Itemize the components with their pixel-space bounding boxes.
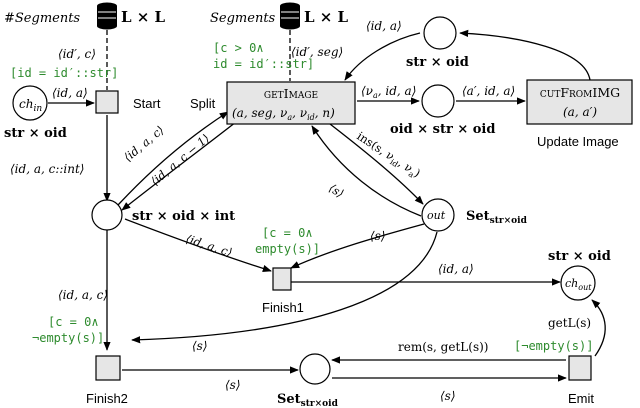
db-mid-title: Segments: [210, 11, 276, 26]
guard-split-1: [c > 0∧: [213, 41, 264, 55]
arc-label-center-finish1: ⟨id, a, c⟩: [184, 232, 234, 260]
guard-finish2-1: [c = 0∧: [48, 315, 99, 329]
transition-getimage-args: (a, seg, νa, νid, n): [232, 106, 335, 122]
arc-out-finish1: [290, 223, 425, 269]
transition-start-label: Start: [133, 96, 161, 111]
guard-split-2: id = id′::str]: [213, 57, 314, 71]
place-out-label: out: [427, 209, 446, 222]
arc-out-split: [311, 125, 422, 217]
place-center: [91, 199, 123, 231]
guard-finish1-2: empty(s)]: [255, 242, 320, 256]
arc-label-chin-start: ⟨id, a⟩: [52, 86, 88, 100]
arc-split-out: [329, 123, 424, 205]
arc-label-out-finish1: ⟨s⟩: [370, 229, 386, 243]
place-bottom-set-type: Setstr×oid: [277, 392, 339, 408]
database-icon: [97, 2, 117, 30]
arc-label-out-finish2: ⟨s⟩: [192, 339, 208, 353]
place-center-type: str × oid × int: [132, 209, 235, 224]
arc-split-center: [121, 121, 237, 211]
transition-getimage: [226, 81, 356, 125]
arc-label-start-center: ⟨id, a, c::int⟩: [10, 162, 85, 176]
arc-emit-chout: [591, 299, 606, 357]
guard-start: [id = id′::str]: [10, 66, 118, 80]
arc-label-finish1-chout: ⟨id, a⟩: [438, 262, 474, 276]
arc-top-split: [344, 32, 421, 81]
guard-finish1-1: [c = 0∧: [262, 226, 313, 240]
place-ch-in-type: str × oid: [4, 126, 67, 141]
arc-label-center-split-1: ⟨id, a, c⟩: [121, 123, 167, 165]
transition-split-label: Split: [190, 96, 216, 111]
place-top-type: str × oid: [406, 55, 469, 70]
arc-label-s-back: ⟨s⟩: [326, 181, 346, 201]
database-left: #Segments L × L: [4, 2, 166, 30]
transition-finish2: [95, 355, 121, 381]
database-icon: [280, 2, 300, 30]
transition-finish2-label: Finish2: [86, 391, 128, 406]
db-left-title: #Segments: [4, 11, 80, 26]
transition-finish1: [272, 267, 292, 291]
arc-center-split: [117, 111, 229, 206]
place-mid-type: oid × str × oid: [390, 122, 495, 137]
arc-label-db-left: ⟨id′, c⟩: [58, 47, 96, 61]
guard-emit: [¬empty(s)]: [514, 339, 593, 353]
transition-update-image-label: Update Image: [537, 134, 619, 149]
db-left-type: L × L: [121, 8, 166, 26]
place-ch-in-label: chin: [19, 97, 42, 114]
arc-label-split-mid: ⟨νa, id, a⟩: [361, 84, 416, 100]
transition-cutfromimg-name: cutFromIMG: [540, 85, 620, 100]
arc-label-center-finish2: ⟨id, a, c⟩: [58, 288, 108, 302]
arc-out-finish2: [131, 231, 438, 344]
database-mid: Segments L × L: [210, 2, 349, 30]
transition-emit-label: Emit: [568, 391, 594, 406]
place-bottom-set: [299, 353, 331, 385]
place-out-type: Setstr×oid: [466, 209, 528, 226]
place-top: [423, 16, 457, 50]
transition-getimage-name: getImage: [264, 86, 318, 101]
arc-cut-top: [459, 29, 591, 81]
transition-finish1-label: Finish1: [262, 300, 304, 315]
db-mid-type: L × L: [304, 8, 349, 26]
arc-label-top-loop: ⟨id, a⟩: [366, 19, 402, 33]
transition-emit: [568, 355, 592, 381]
arc-label-db-mid: ⟨id′, seg⟩: [291, 45, 343, 59]
arc-label-finish2-set: ⟨s⟩: [225, 378, 241, 392]
place-ch-in: [12, 85, 48, 121]
arc-label-getl: getL(s): [548, 316, 591, 330]
arc-label-rem: rem(s, getL(s)): [398, 340, 488, 354]
place-mid: [421, 84, 455, 118]
arc-label-mid-cut: ⟨a′, id, a⟩: [462, 84, 515, 98]
arc-center-finish1: [124, 218, 272, 272]
guard-finish2-2: ¬empty(s)]: [32, 331, 104, 345]
place-ch-out: [560, 265, 596, 301]
transition-cutfromimg-args: (a, a′): [563, 105, 597, 119]
transition-start: [95, 90, 119, 114]
place-ch-out-type: str × oid: [548, 249, 611, 264]
place-out: [421, 198, 455, 232]
transition-cutfromimg: [526, 79, 633, 125]
place-ch-out-label: chout: [565, 277, 592, 292]
arc-label-set-emit: ⟨s⟩: [440, 389, 456, 403]
